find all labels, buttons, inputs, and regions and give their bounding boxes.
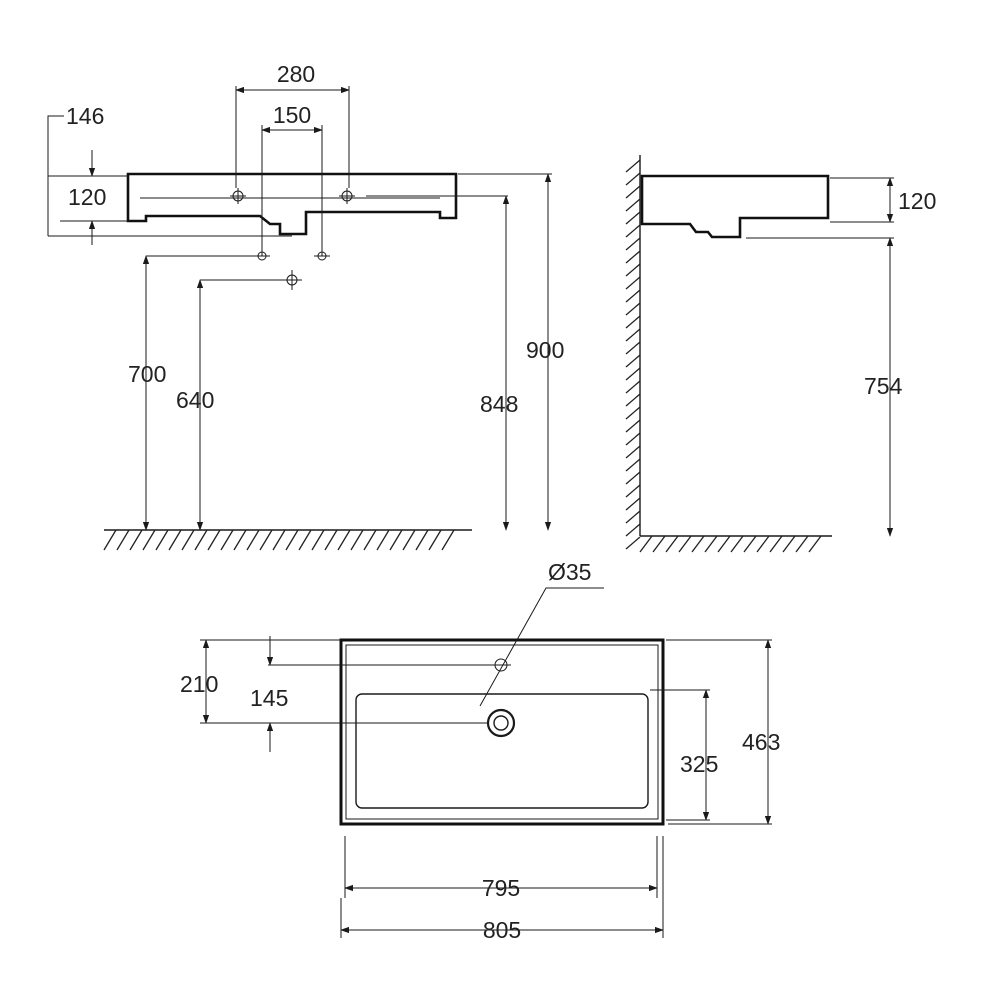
dimension-280: 280 <box>235 61 350 188</box>
side-view: 120 754 <box>625 155 936 553</box>
dim-150-label: 150 <box>273 102 311 128</box>
front-floor-hatch <box>103 529 455 551</box>
dim-120-label: 120 <box>68 184 106 210</box>
waste-point-lower <box>282 270 302 290</box>
dimension-848: 848 <box>366 195 518 531</box>
tap-hole-right <box>339 188 355 204</box>
dim-463-label: 463 <box>742 729 780 755</box>
basin-side-profile <box>640 174 830 239</box>
dim-210-label: 210 <box>180 671 218 697</box>
dimension-150: 150 <box>261 102 323 256</box>
dim-146-label: 146 <box>66 103 104 129</box>
front-view: 280 150 146 120 700 <box>47 61 564 551</box>
side-floor-hatch <box>639 535 822 553</box>
basin-front-profile <box>126 172 458 236</box>
dim-145-label: 145 <box>250 685 288 711</box>
side-dim-120-label: 120 <box>898 188 936 214</box>
dimension-463: 463 <box>666 639 780 825</box>
basin-bowl <box>355 693 649 809</box>
side-dimension-120: 120 <box>830 177 936 223</box>
dim-d35-label: Ø35 <box>548 559 591 585</box>
dimension-795: 795 <box>344 836 658 901</box>
dimension-640: 640 <box>176 279 282 531</box>
dimension-805: 805 <box>340 836 664 943</box>
dimension-146: 146 <box>47 103 292 237</box>
dim-325-label: 325 <box>680 751 718 777</box>
dimension-700: 700 <box>128 255 262 531</box>
dimension-145: 145 <box>250 636 495 752</box>
dimension-325: 325 <box>650 689 718 821</box>
wall-hatch <box>625 159 641 550</box>
side-dim-754-label: 754 <box>864 373 903 399</box>
side-dimension-754: 754 <box>746 237 903 537</box>
dim-700-label: 700 <box>128 361 166 387</box>
dimension-900: 900 <box>458 173 564 531</box>
dim-805-label: 805 <box>483 917 521 943</box>
tap-hole-left <box>230 188 246 204</box>
dim-795-label: 795 <box>482 875 520 901</box>
dim-280-label: 280 <box>277 61 315 87</box>
dim-640-label: 640 <box>176 387 214 413</box>
dim-900-label: 900 <box>526 337 564 363</box>
top-view: Ø35 210 145 325 463 <box>180 559 780 943</box>
basin-inner-rim <box>345 644 659 820</box>
dimension-120: 120 <box>48 150 128 245</box>
dimension-d35: Ø35 <box>479 559 604 707</box>
dim-848-label: 848 <box>480 391 518 417</box>
